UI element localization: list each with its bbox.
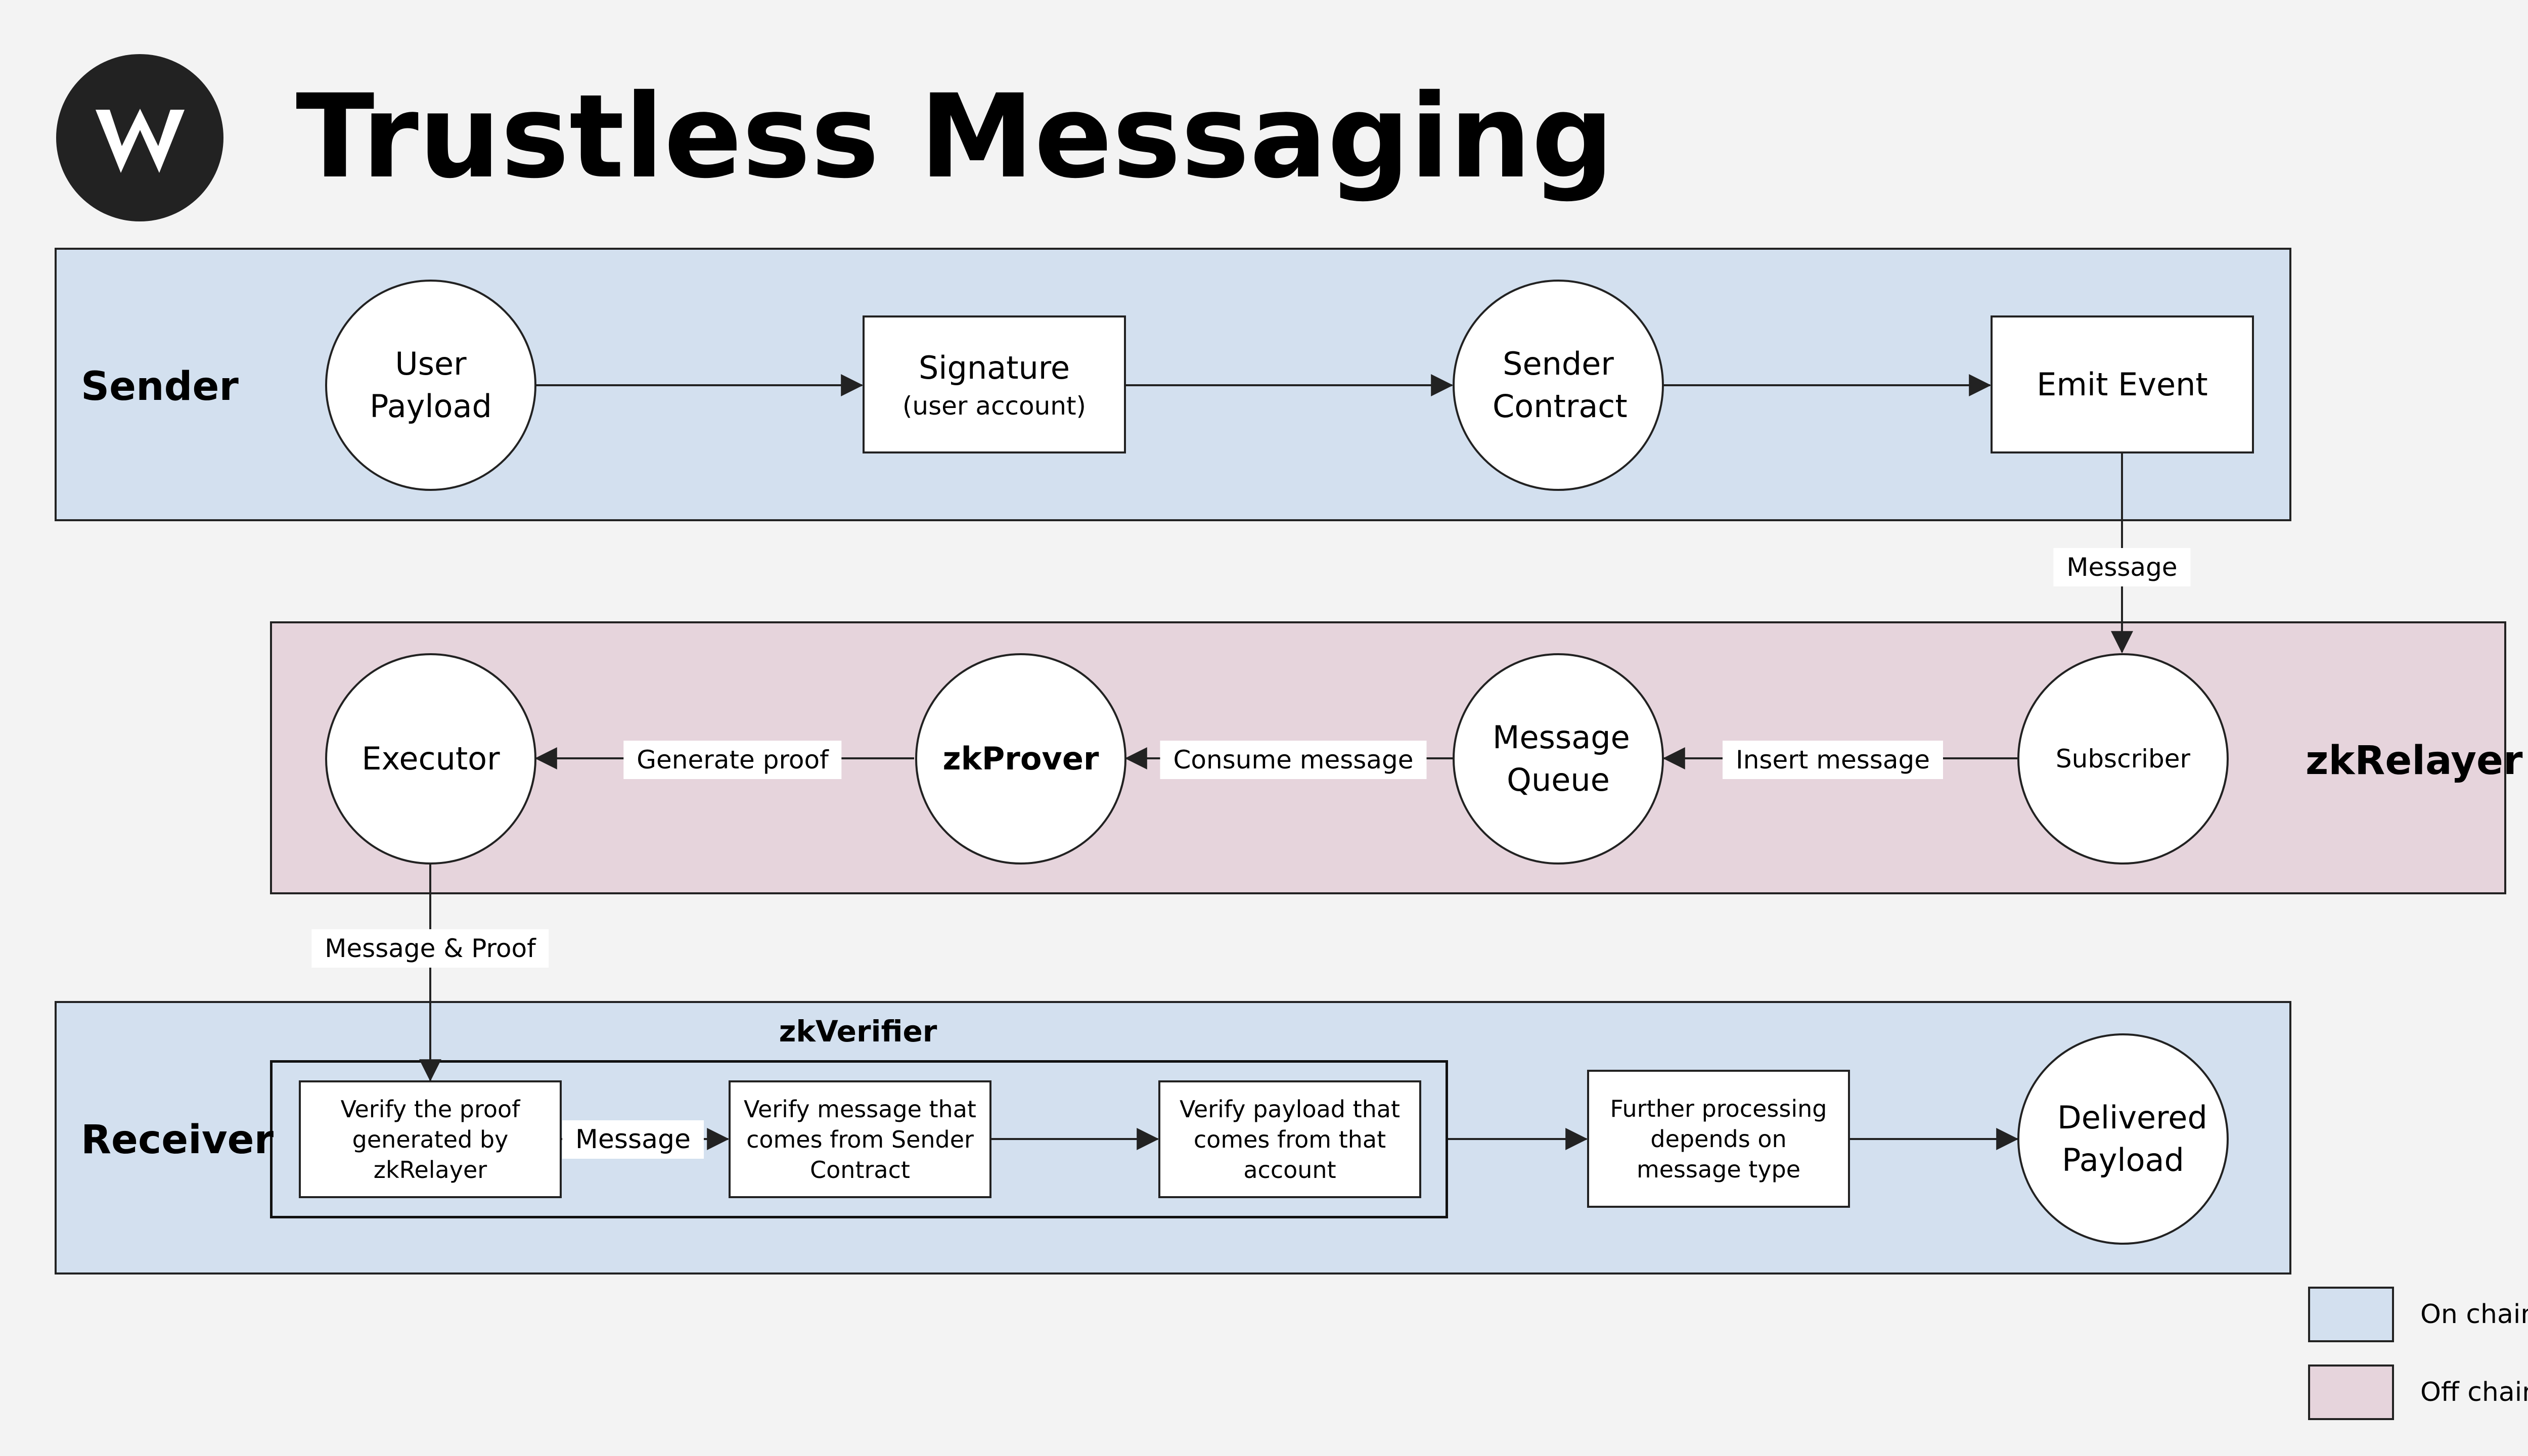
node-executor-label: Executor [362,740,500,777]
edge-label-insert-message: Insert message [1722,741,1944,779]
legend-label-off-chain: Off chain [2420,1377,2528,1407]
node-message-queue: Message Queue [1453,653,1664,864]
node-subscriber-label: Subscriber [2055,744,2191,774]
node-verify-message: Verify message that comes from Sender Co… [729,1080,991,1198]
node-signature: Signature (user account) [863,315,1126,453]
sender-label: Sender [81,364,239,410]
edge-label-consume-message: Consume message [1160,741,1427,779]
edge-label-message: Message [562,1120,704,1159]
node-user-payload: User Payload [325,280,536,491]
zkrelayer-label: zkRelayer [2306,738,2523,784]
legend-swatch-on-chain [2308,1287,2394,1342]
node-verify-payload-label: Verify payload that comes from that acco… [1179,1095,1401,1184]
node-verify-proof-label: Verify the proof generated by zkRelayer [340,1095,520,1184]
page-title: Trustless Messaging [296,69,1614,204]
legend-label-on-chain: On chain [2420,1299,2528,1330]
w-logo-icon [56,54,223,221]
node-emit-event: Emit Event [1991,315,2254,453]
legend-swatch-off-chain [2308,1364,2394,1420]
zkverifier-label: zkVerifier [779,1014,937,1049]
node-executor: Executor [325,653,536,864]
node-verify-message-label: Verify message that comes from Sender Co… [744,1095,976,1184]
node-user-payload-label: User Payload [370,345,492,425]
edge-label-message-in: Message [2053,548,2191,586]
edge-label-message-proof: Message & Proof [311,929,549,968]
node-verify-proof: Verify the proof generated by zkRelayer [299,1080,562,1198]
node-delivered-payload: Delivered Payload [2017,1033,2229,1245]
node-delivered-payload-label: Delivered Payload [2057,1099,2207,1178]
node-signature-label: Signature [918,349,1070,386]
node-message-queue-label: Message Queue [1493,719,1630,798]
node-further-processing-label: Further processing depends on message ty… [1610,1095,1827,1183]
node-signature-sub: (user account) [902,391,1087,421]
node-further-processing: Further processing depends on message ty… [1587,1070,1850,1208]
node-sender-contract: Sender Contract [1453,280,1664,491]
node-verify-payload: Verify payload that comes from that acco… [1158,1080,1421,1198]
node-sender-contract-label: Sender Contract [1493,345,1628,425]
node-zkprover: zkProver [915,653,1126,864]
node-subscriber: Subscriber [2017,653,2229,864]
edge-label-generate-proof: Generate proof [623,741,842,779]
node-zkprover-label: zkProver [942,740,1099,777]
zkverifier-group [270,1060,1448,1218]
node-emit-event-label: Emit Event [2037,366,2208,403]
receiver-label: Receiver [81,1117,274,1163]
